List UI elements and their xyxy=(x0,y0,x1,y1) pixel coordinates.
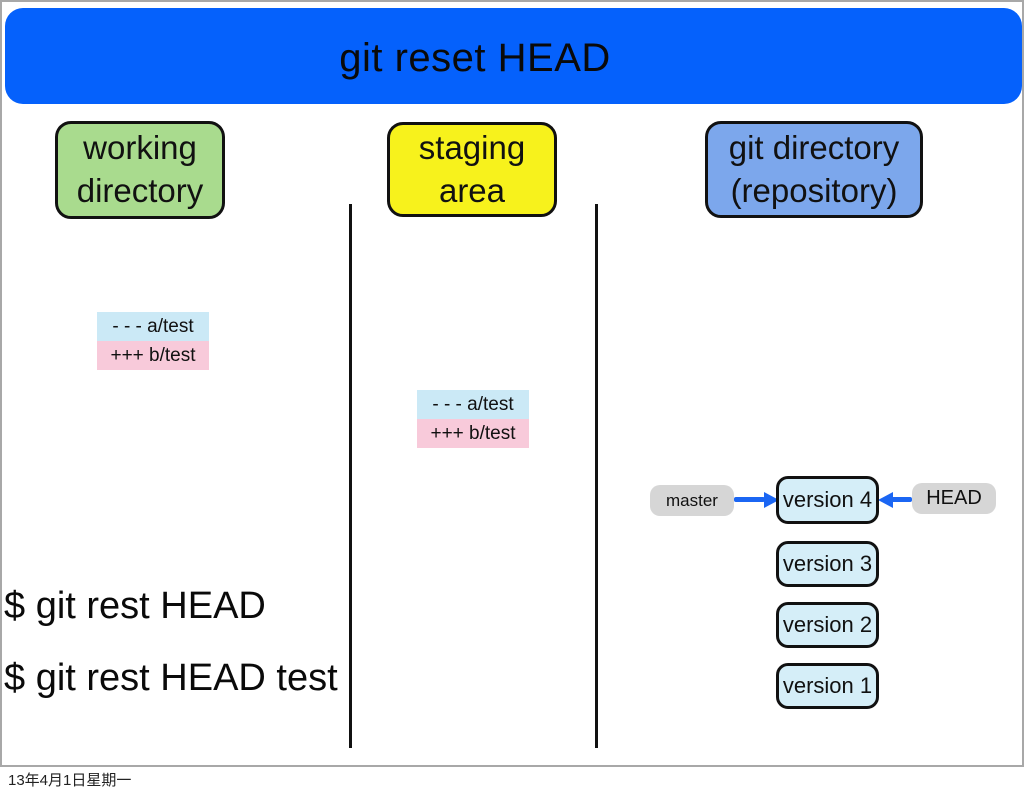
head-ref-label: HEAD xyxy=(912,483,996,514)
arrow-right-icon xyxy=(764,492,779,508)
working-directory-label-line1: working xyxy=(83,129,197,167)
separator-line-working-staging xyxy=(349,204,352,748)
commit-version-3: version 3 xyxy=(776,541,879,587)
column-header-git-directory: git directory (repository) xyxy=(705,121,923,218)
diff-added-line: +++ b/test xyxy=(97,341,209,370)
commit-version-2: version 2 xyxy=(776,602,879,648)
head-arrow-shaft xyxy=(891,497,912,502)
title-bar: git reset HEAD xyxy=(5,8,1022,104)
column-header-staging-area: staging area xyxy=(387,122,557,217)
master-arrow-shaft xyxy=(734,497,765,502)
master-ref-label: master xyxy=(650,485,734,516)
command-git-reset-head-test: $ git rest HEAD test xyxy=(4,657,338,699)
diff-snippet-working-directory: - - - a/test +++ b/test xyxy=(97,312,209,370)
diff-removed-line: - - - a/test xyxy=(97,312,209,341)
commit-version-4: version 4 xyxy=(776,476,879,524)
footer-date: 13年4月1日星期一 xyxy=(8,772,132,789)
column-header-working-directory: working directory xyxy=(55,121,225,219)
staging-area-label-line1: staging xyxy=(418,128,526,166)
git-directory-label-line2: (repository) xyxy=(730,171,898,209)
staging-area-label-line2: area xyxy=(438,171,506,209)
diff-snippet-staging-area: - - - a/test +++ b/test xyxy=(417,390,529,448)
arrow-left-icon xyxy=(878,492,893,508)
working-directory-label-line2: directory xyxy=(76,172,204,209)
commit-version-1: version 1 xyxy=(776,663,879,709)
diff-removed-line: - - - a/test xyxy=(417,390,529,419)
separator-line-staging-gitdir xyxy=(595,204,598,748)
command-git-reset-head: $ git rest HEAD xyxy=(4,585,266,627)
git-directory-label-line1: git directory xyxy=(728,128,900,166)
slide-canvas: git reset HEAD working directory staging… xyxy=(0,0,1024,767)
slide-title: git reset HEAD xyxy=(339,36,611,80)
diff-added-line: +++ b/test xyxy=(417,419,529,448)
